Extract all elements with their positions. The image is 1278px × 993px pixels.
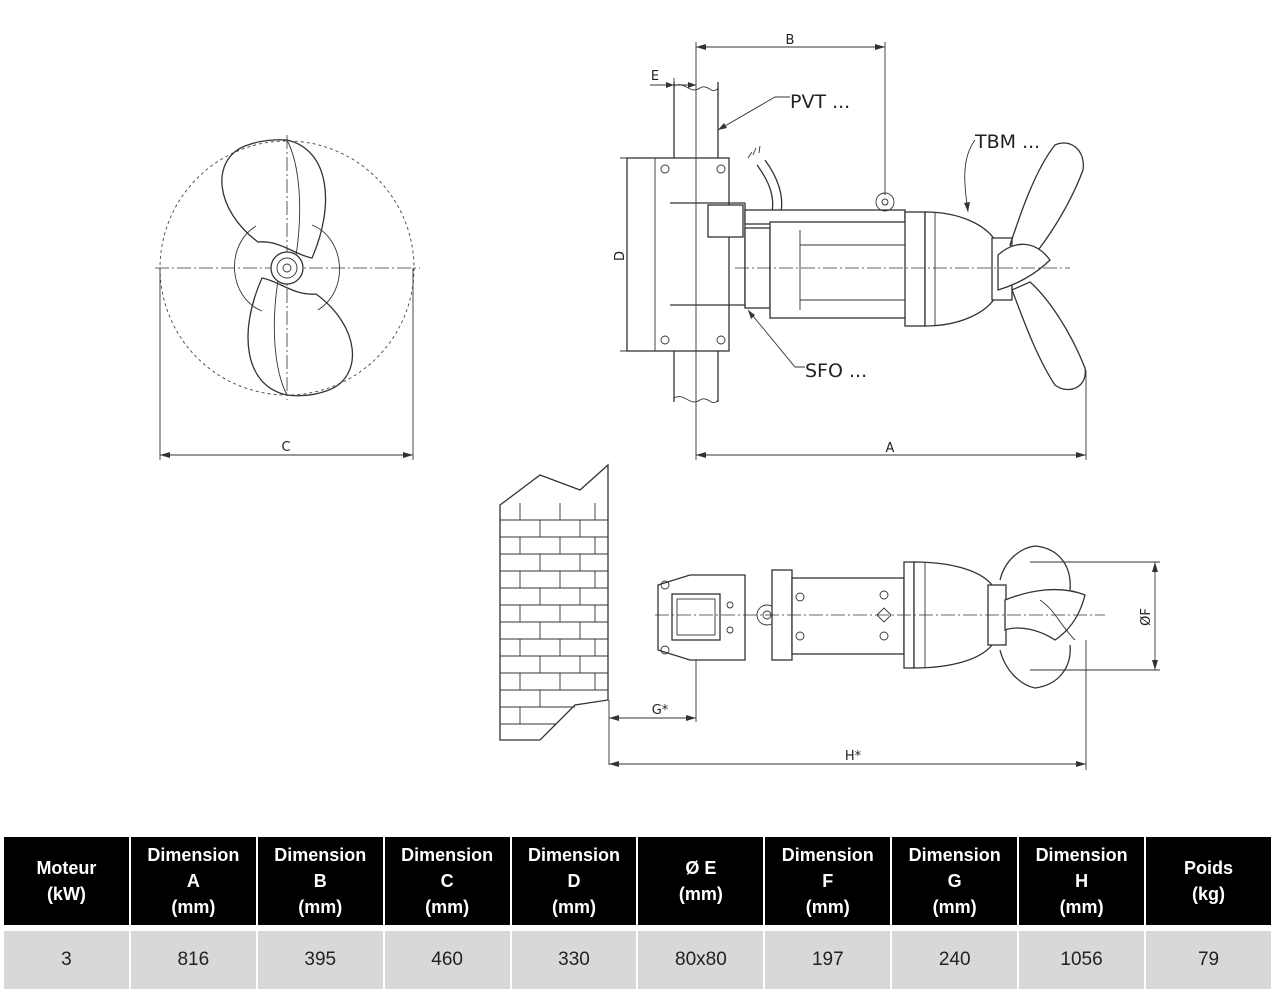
table-row: 3 816 395 460 330 80x80 197 240 1056 79 [2, 925, 1273, 989]
side-view-mixer [626, 82, 1086, 404]
dimension-c: C [159, 268, 414, 460]
technical-drawing: C [155, 33, 1160, 770]
cell-dimension-h: 1056 [1017, 925, 1147, 989]
dim-e-label: E [651, 69, 659, 84]
dimension-a: A [695, 268, 1087, 460]
cell-dimension-b: 395 [255, 925, 385, 989]
header-moteur: Moteur(kW) [2, 837, 131, 928]
dimension-h: H* [609, 640, 1087, 770]
dimension-e: E [650, 69, 696, 102]
dimension-b: B [695, 33, 886, 268]
cell-dimension-c: 460 [382, 925, 512, 989]
sfo-label: SFO ... [805, 360, 867, 382]
leader-pvt: PVT ... [717, 91, 850, 131]
leader-sfo: SFO ... [747, 309, 867, 382]
header-diameter-e: Ø E(mm) [636, 837, 766, 928]
top-view-wall-mounted [499, 463, 1105, 741]
dim-g-label: G* [652, 703, 669, 718]
cell-diameter-e: 80x80 [636, 925, 766, 989]
dimension-g: G* [608, 660, 697, 765]
front-view-propeller [155, 135, 420, 400]
leader-tbm: TBM ... [964, 131, 1040, 213]
cell-dimension-a: 816 [128, 925, 258, 989]
header-poids: Poids(kg) [1144, 837, 1273, 928]
dim-a-label: A [886, 441, 895, 456]
cell-moteur: 3 [2, 925, 131, 989]
cell-dimension-f: 197 [763, 925, 893, 989]
cell-poids: 79 [1144, 925, 1273, 989]
dimension-f: ØF [1030, 561, 1160, 671]
dim-f-label: ØF [1139, 608, 1154, 626]
dim-d-label: D [613, 251, 628, 261]
tbm-label: TBM ... [974, 131, 1040, 153]
dim-h-label: H* [845, 749, 862, 764]
dimension-d: D [613, 157, 640, 352]
dim-c-label: C [281, 440, 290, 455]
dim-b-label: B [786, 33, 795, 48]
cell-dimension-g: 240 [890, 925, 1020, 989]
cell-dimension-d: 330 [509, 925, 639, 989]
pvt-label: PVT ... [790, 91, 850, 113]
